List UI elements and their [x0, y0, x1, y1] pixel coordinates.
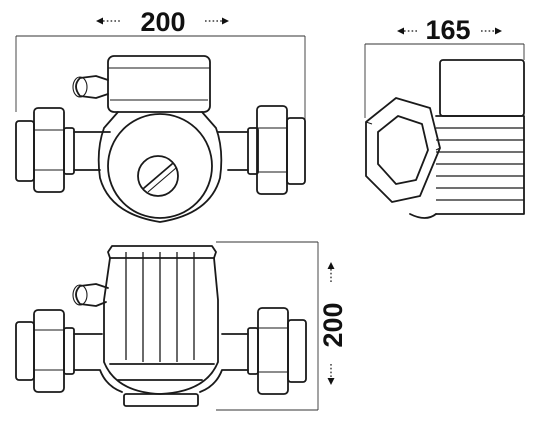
side-view: 165 [364, 15, 525, 219]
front-view: 200 [15, 7, 306, 223]
bottom-height-dimension: 200 [216, 241, 348, 411]
side-width-label: 165 [425, 15, 470, 45]
front-motor-face [97, 111, 223, 223]
bottom-height-label: 200 [318, 302, 348, 347]
front-right-union [247, 105, 306, 195]
bottom-motor-body [103, 245, 219, 407]
bottom-right-union [247, 307, 307, 395]
bottom-view: 200 [15, 241, 348, 411]
bottom-cable-gland [72, 283, 109, 307]
side-width-dimension: 165 [364, 15, 525, 118]
bottom-left-union [15, 309, 75, 393]
front-width-dimension: 200 [15, 7, 306, 126]
side-motor-body [409, 115, 525, 219]
front-left-union [15, 107, 75, 193]
front-width-label: 200 [140, 7, 185, 37]
side-hex-nut [365, 97, 441, 203]
front-terminal-box [72, 55, 211, 113]
